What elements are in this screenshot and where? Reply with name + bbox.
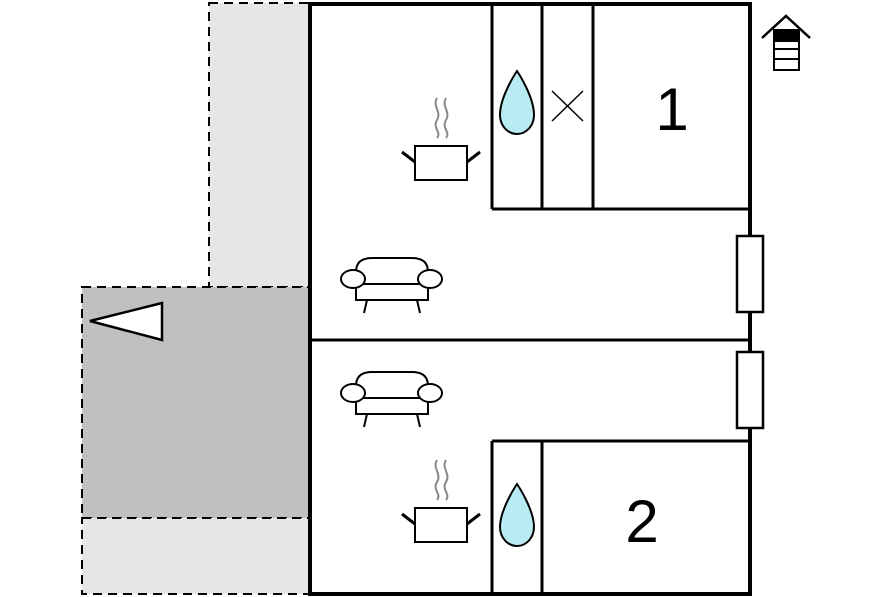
water-drop-icon: [498, 482, 536, 548]
room-label-2: 2: [625, 488, 658, 555]
upper-block: [490, 4, 750, 211]
window: [735, 234, 765, 314]
kitchen-pot-icon: [401, 97, 481, 181]
toilet-cross-icon: [551, 90, 584, 122]
lower-terrace: [81, 517, 310, 595]
water-drop-icon: [498, 69, 536, 136]
window: [735, 350, 765, 430]
entrance-arrow-icon: [89, 301, 164, 342]
lower-block: [490, 439, 750, 594]
sofa-icon: [340, 257, 443, 314]
sofa-icon: [340, 371, 443, 428]
kitchen-pot-icon: [401, 459, 481, 543]
house-stairs-icon: [761, 14, 811, 71]
room-label-1: 1: [655, 76, 688, 143]
outdoor-areas: [81, 2, 310, 595]
upper-terrace: [208, 2, 310, 288]
